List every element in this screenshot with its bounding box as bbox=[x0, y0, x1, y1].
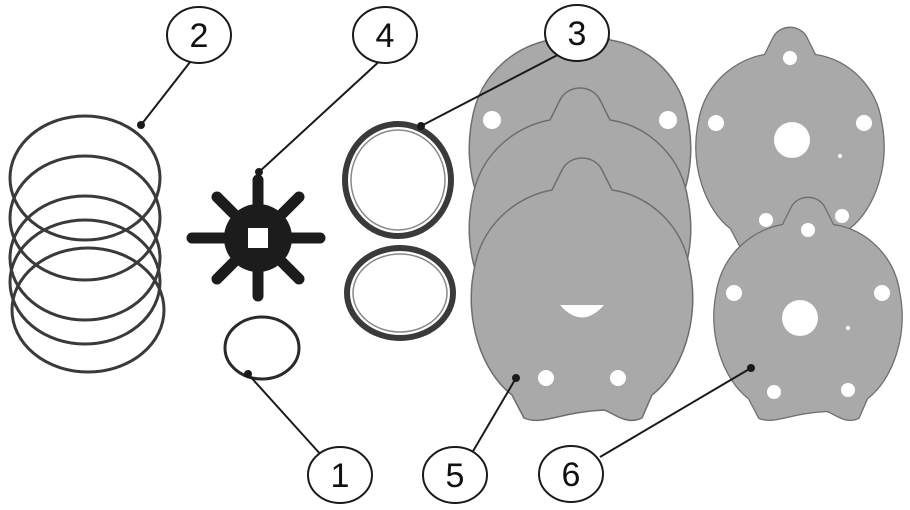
leader-line-5 bbox=[468, 377, 517, 459]
leader-line-3 bbox=[420, 47, 572, 127]
callout-label: 3 bbox=[568, 15, 587, 53]
small-o-ring bbox=[223, 315, 301, 381]
seal-ring bbox=[344, 245, 456, 341]
plate-upper bbox=[695, 26, 885, 252]
leader-line-6 bbox=[599, 367, 752, 458]
o-ring bbox=[8, 218, 162, 346]
callout-3: 3 bbox=[544, 4, 610, 62]
impeller bbox=[186, 174, 326, 302]
plate bbox=[470, 157, 694, 422]
callout-label: 1 bbox=[331, 457, 350, 495]
o-ring-stack bbox=[8, 114, 166, 374]
leader-line-4 bbox=[258, 56, 385, 173]
seal-ring bbox=[342, 121, 454, 239]
callout-label: 2 bbox=[190, 17, 209, 55]
callout-4: 4 bbox=[352, 6, 418, 64]
o-ring bbox=[10, 246, 166, 374]
leader-line-1 bbox=[247, 373, 323, 457]
o-ring bbox=[8, 154, 162, 282]
plate-lower bbox=[713, 196, 903, 422]
callout-label: 5 bbox=[446, 457, 465, 495]
callout-5: 5 bbox=[422, 446, 488, 504]
seal-rings bbox=[342, 121, 456, 341]
o-ring bbox=[8, 194, 162, 322]
callout-6: 6 bbox=[538, 445, 604, 503]
callout-2: 2 bbox=[166, 6, 232, 64]
callout-1: 1 bbox=[307, 446, 373, 504]
plate-stack bbox=[468, 7, 694, 422]
leader-lines bbox=[140, 47, 752, 459]
callout-label: 4 bbox=[376, 17, 395, 55]
o-ring bbox=[8, 114, 162, 242]
callout-label: 6 bbox=[562, 456, 581, 494]
leader-line-2 bbox=[140, 56, 195, 126]
